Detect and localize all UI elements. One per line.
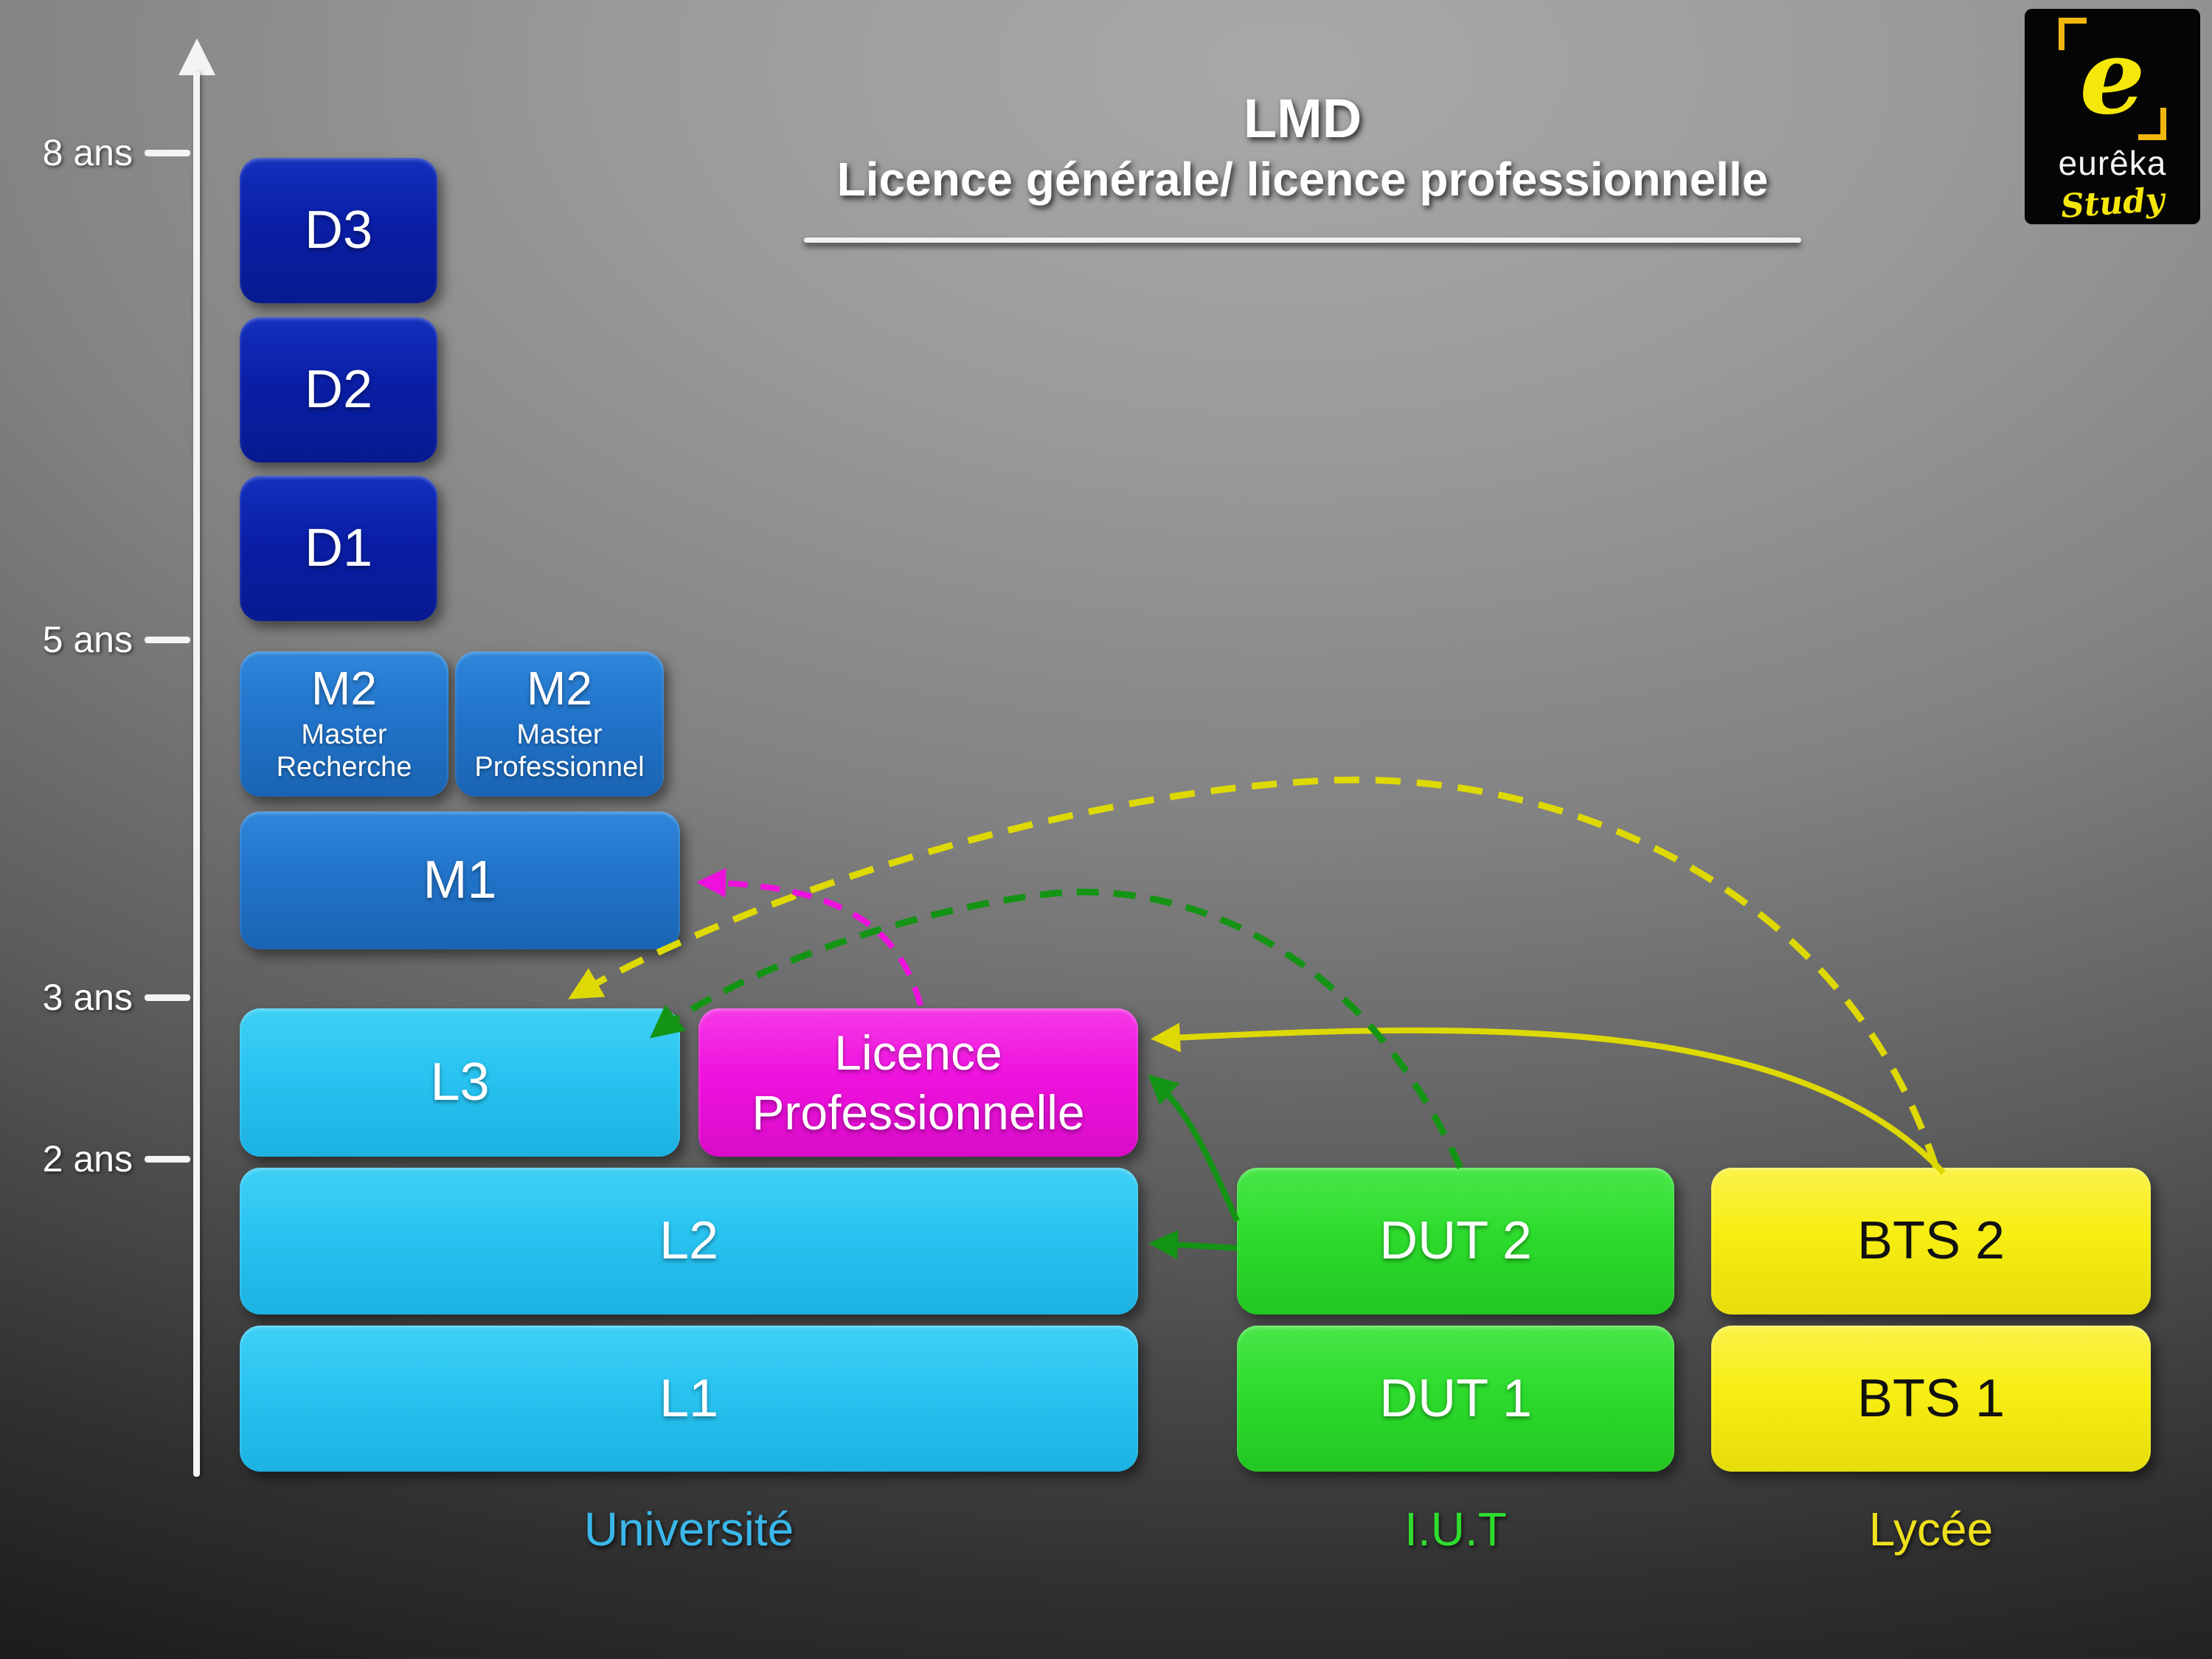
axis-label-2ans: 2 ans xyxy=(42,1138,133,1180)
logo-name: eurêka xyxy=(2058,144,2167,182)
box-bts1-label: BTS 1 xyxy=(1856,1368,2005,1428)
arrow-dut2-to-licence-pro xyxy=(1148,1074,1240,1222)
box-d1-label: D1 xyxy=(304,519,373,578)
axis-tick-3ans xyxy=(145,994,190,1001)
box-bts2: BTS 2 xyxy=(1711,1168,2151,1315)
title-underline xyxy=(804,238,1801,243)
box-m2-professionnel: M2 Master Professionnel xyxy=(455,651,664,797)
title-line2: Licence générale/ licence professionnell… xyxy=(836,153,1769,207)
column-label-lycee: Lycée xyxy=(1868,1503,1994,1556)
logo-bracket-top-left-icon xyxy=(2059,18,2087,50)
box-dut2-label: DUT 2 xyxy=(1379,1211,1532,1271)
box-d3: D3 xyxy=(240,158,437,303)
box-dut1: DUT 1 xyxy=(1237,1326,1674,1472)
box-m2-recherche-label: M2 xyxy=(311,662,377,716)
page-title: LMD Licence générale/ licence profession… xyxy=(804,87,1801,209)
box-l1-label: L1 xyxy=(659,1368,719,1428)
axis-label-3ans: 3 ans xyxy=(42,977,133,1018)
box-dut2: DUT 2 xyxy=(1237,1168,1674,1315)
box-m2-recherche-sublabel: Master Recherche xyxy=(276,719,412,783)
box-licence-professionnelle: Licence Professionnelle xyxy=(698,1008,1138,1157)
box-m2-professionnel-label: M2 xyxy=(527,662,592,716)
eureka-study-logo: e eurêka Study xyxy=(2025,9,2200,226)
box-bts1: BTS 1 xyxy=(1711,1326,2151,1472)
logo-letter-e-icon: e xyxy=(2079,17,2146,138)
axis-line xyxy=(193,71,200,1477)
axis-arrowhead-icon xyxy=(178,38,215,75)
column-label-universite: Université xyxy=(583,1503,794,1556)
axis-tick-8ans xyxy=(145,150,190,156)
box-l3-label: L3 xyxy=(430,1053,490,1112)
box-d3-label: D3 xyxy=(304,201,373,260)
box-m2-recherche: M2 Master Recherche xyxy=(240,651,448,797)
logo-e-mark: e xyxy=(2057,16,2168,142)
arrow-dut2-to-l2 xyxy=(1148,1230,1238,1260)
column-label-iut: I.U.T xyxy=(1404,1503,1507,1556)
box-licence-professionnelle-label: Licence Professionnelle xyxy=(752,1025,1085,1140)
logo-bracket-bottom-right-icon xyxy=(2138,108,2166,140)
axis-tick-2ans xyxy=(145,1156,190,1163)
box-l1: L1 xyxy=(240,1326,1138,1472)
box-l2-label: L2 xyxy=(659,1211,719,1271)
axis-label-5ans: 5 ans xyxy=(42,619,133,660)
box-d2-label: D2 xyxy=(304,360,373,420)
axis-tick-5ans xyxy=(145,637,190,643)
logo-script: Study xyxy=(2059,181,2166,226)
axis-label-8ans: 8 ans xyxy=(42,132,133,173)
box-m1-label: M1 xyxy=(423,851,497,910)
arrow-bts2-to-licence-pro xyxy=(1151,1022,1946,1175)
arrow-licence-pro-to-m1-dashed xyxy=(696,867,923,1007)
box-l3: L3 xyxy=(240,1008,680,1157)
title-line1: LMD xyxy=(1243,88,1362,149)
box-m2-professionnel-sublabel: Master Professionnel xyxy=(474,719,645,783)
box-bts2-label: BTS 2 xyxy=(1856,1211,2005,1271)
box-d1: D1 xyxy=(240,476,437,621)
box-dut1-label: DUT 1 xyxy=(1379,1368,1532,1428)
box-l2: L2 xyxy=(240,1168,1138,1315)
box-m1: M1 xyxy=(240,811,680,949)
box-d2: D2 xyxy=(240,317,437,463)
